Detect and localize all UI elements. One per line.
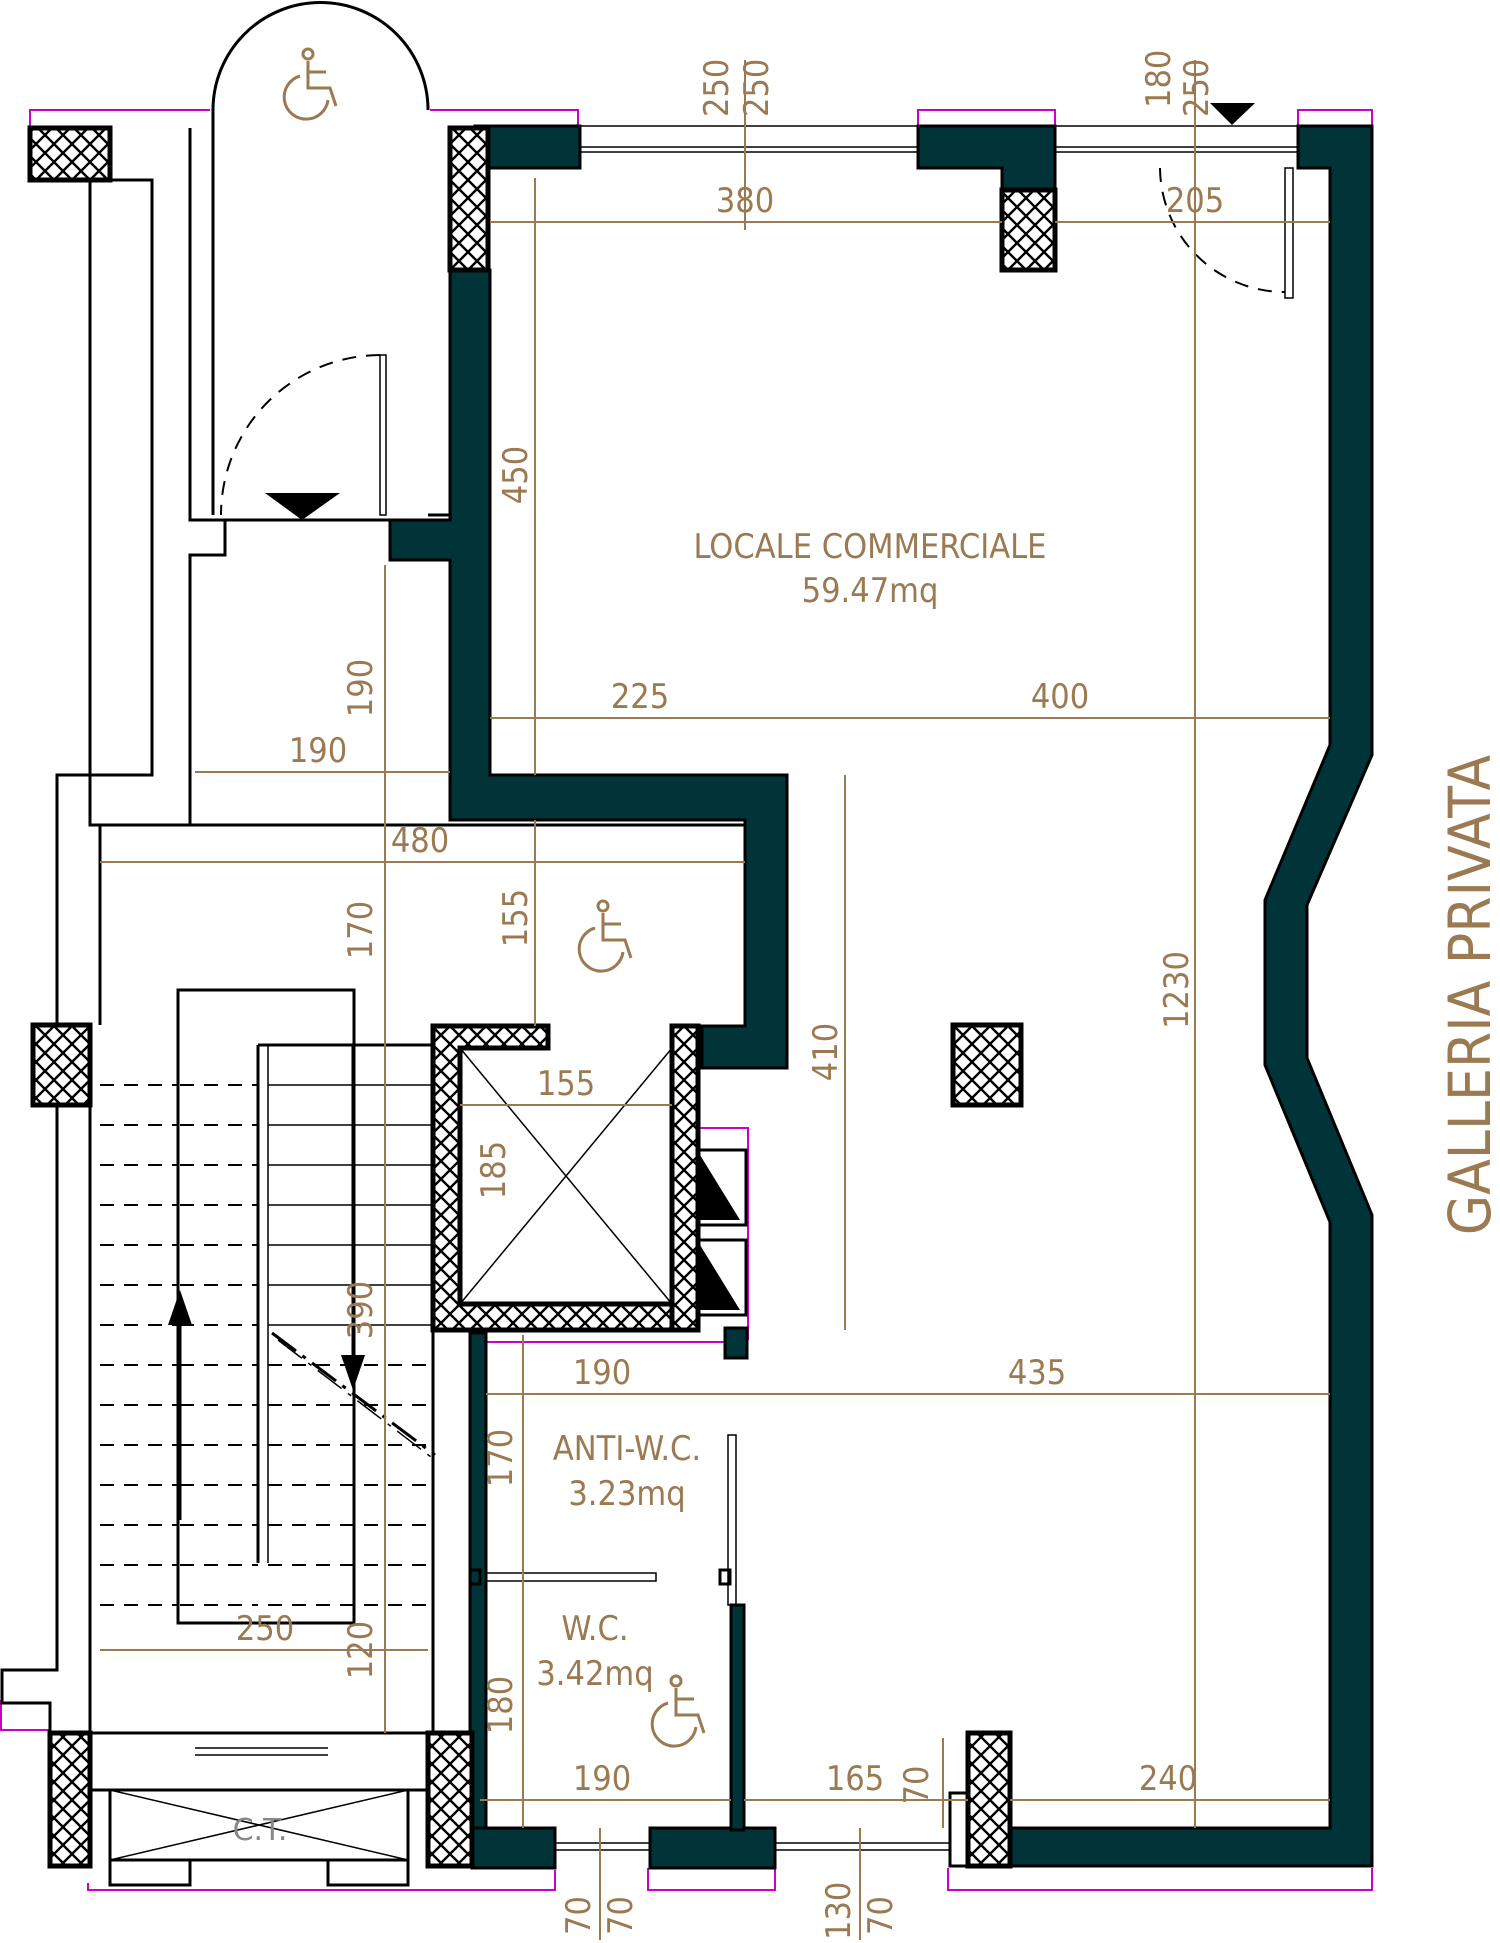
wheelchair-icon	[650, 1674, 706, 1748]
dim-bottom-a: 190	[573, 1759, 631, 1799]
room-labels: LOCALE COMMERCIALE 59.47mq ANTI-W.C. 3.2…	[233, 527, 1500, 1848]
dim-mid-left: 225	[611, 677, 669, 717]
column-center	[950, 1022, 1024, 1108]
wheelchair-icon	[282, 47, 338, 121]
dim-corridor-width: 190	[289, 731, 347, 771]
dim-corridor-height: 190	[341, 659, 381, 717]
dim-upper-right: 205	[1166, 181, 1224, 221]
column-bottom-right	[965, 1730, 1013, 1869]
stair-down-arrow	[341, 1355, 365, 1390]
magenta-boundary	[0, 109, 1373, 1891]
wall-top-middle	[916, 124, 1057, 192]
dim-mid-right: 400	[1031, 677, 1089, 717]
dimension-labels: 250 250 180 250 380 205 450 225 400 1230…	[236, 50, 1224, 1940]
wheelchair-icon	[577, 899, 633, 973]
stair-treads	[100, 1084, 433, 1606]
dim-anti-height: 170	[481, 1429, 521, 1487]
hatched-columns	[27, 125, 1058, 1869]
wall-bottom-a	[470, 1826, 557, 1870]
column-bottom-mid	[425, 1730, 475, 1869]
dimension-lines	[100, 60, 1330, 1940]
dim-lift-height: 185	[474, 1141, 514, 1199]
column-top-pillar	[447, 125, 491, 273]
lift-shaft-right	[669, 1023, 701, 1333]
wall-inner-left	[388, 268, 789, 1070]
dim-top-a: 250	[697, 59, 737, 117]
stair-up-arrow	[168, 1290, 192, 1325]
dim-foot-a: 70	[559, 1896, 599, 1935]
room-area-commercial: 59.47mq	[802, 571, 939, 611]
dim-upper-height: 450	[496, 446, 536, 504]
dim-top-b: 250	[737, 59, 777, 117]
dim-hall-height-a: 170	[341, 901, 381, 959]
dim-wc-height: 180	[481, 1676, 521, 1734]
dim-hall-width: 480	[391, 821, 449, 861]
column-bottom-left	[47, 1730, 93, 1869]
dim-middle-height: 410	[806, 1023, 846, 1081]
wall-top-left	[473, 124, 582, 170]
dim-bottom-c: 70	[897, 1766, 937, 1805]
dim-stair-length: 390	[341, 1281, 381, 1339]
wall-wc-right	[729, 1603, 746, 1832]
column-top-mid	[999, 187, 1058, 273]
dim-foot-c: 130	[819, 1882, 859, 1940]
structural-walls	[388, 124, 1374, 1870]
dim-foot-b: 70	[601, 1896, 641, 1935]
room-area-wc: 3.42mq	[536, 1654, 653, 1694]
dim-upper-width: 380	[716, 181, 774, 221]
dim-stair-bottom: 120	[341, 1621, 381, 1679]
stair-arrows	[168, 1045, 436, 1520]
dim-total-height: 1230	[1157, 951, 1197, 1029]
room-area-anti-wc: 3.23mq	[568, 1474, 685, 1514]
dim-top-d: 250	[1177, 59, 1217, 117]
column-top-left	[27, 125, 113, 183]
dim-hall-height-b: 155	[496, 889, 536, 947]
dim-bottom-d: 240	[1139, 1759, 1197, 1799]
dim-wc-zone-width: 190	[573, 1353, 631, 1393]
room-name-boiler: C.T.	[233, 1813, 288, 1848]
dim-foot-d: 70	[861, 1896, 901, 1935]
wall-bottom-b	[648, 1826, 777, 1870]
entrance-marker-icon	[1210, 103, 1255, 125]
room-name-commercial: LOCALE COMMERCIALE	[693, 527, 1046, 567]
entrance-marker-icon	[265, 493, 340, 520]
room-name-wc: W.C.	[561, 1609, 628, 1649]
dim-lower-right: 435	[1008, 1353, 1066, 1393]
outline-walls	[0, 1, 1298, 1887]
room-name-anti-wc: ANTI-W.C.	[553, 1429, 701, 1469]
dim-top-c: 180	[1139, 50, 1179, 108]
dim-stair-width: 250	[236, 1609, 294, 1649]
dim-bottom-b: 165	[826, 1759, 884, 1799]
column-left	[30, 1022, 93, 1108]
dim-lift-width: 155	[537, 1064, 595, 1104]
wall-shaft-end	[723, 1326, 749, 1360]
side-label-galleria: GALLERIA PRIVATA	[1436, 755, 1500, 1236]
